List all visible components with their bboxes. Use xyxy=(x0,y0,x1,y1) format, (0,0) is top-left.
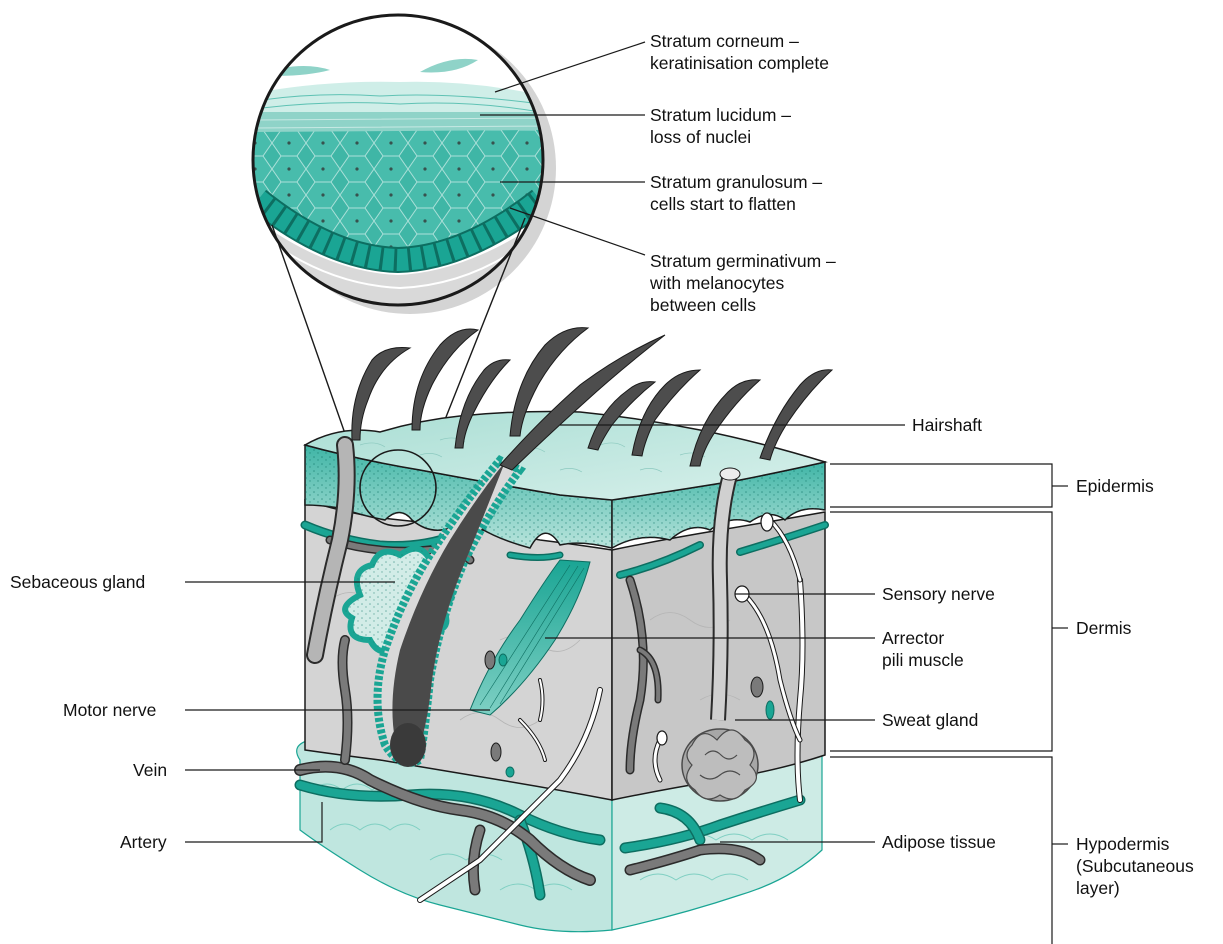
label-epidermis: Epidermis xyxy=(1076,475,1154,497)
sweat-gland-coil xyxy=(682,729,758,801)
label-motor-nerve: Motor nerve xyxy=(63,699,156,721)
label-hairshaft: Hairshaft xyxy=(912,414,982,436)
label-dermis: Dermis xyxy=(1076,617,1131,639)
magnified-epidermis-circle xyxy=(250,10,556,314)
skin-block xyxy=(297,328,832,932)
label-sensory-nerve: Sensory nerve xyxy=(882,583,995,605)
label-sweat-gland: Sweat gland xyxy=(882,709,978,731)
label-stratum-granulosum: Stratum granulosum – cells start to flat… xyxy=(650,171,822,215)
label-stratum-lucidum: Stratum lucidum – loss of nuclei xyxy=(650,104,791,148)
label-vein: Vein xyxy=(133,759,167,781)
label-stratum-corneum: Stratum corneum – keratinisation complet… xyxy=(650,30,829,74)
label-hypodermis: Hypodermis (Subcutaneous layer) xyxy=(1076,833,1194,899)
label-artery: Artery xyxy=(120,831,167,853)
label-adipose-tissue: Adipose tissue xyxy=(882,831,996,853)
label-sebaceous-gland: Sebaceous gland xyxy=(10,571,145,593)
label-stratum-germinativum: Stratum germinativum – with melanocytes … xyxy=(650,250,836,316)
label-arrector-pili-muscle: Arrector pili muscle xyxy=(882,627,964,671)
